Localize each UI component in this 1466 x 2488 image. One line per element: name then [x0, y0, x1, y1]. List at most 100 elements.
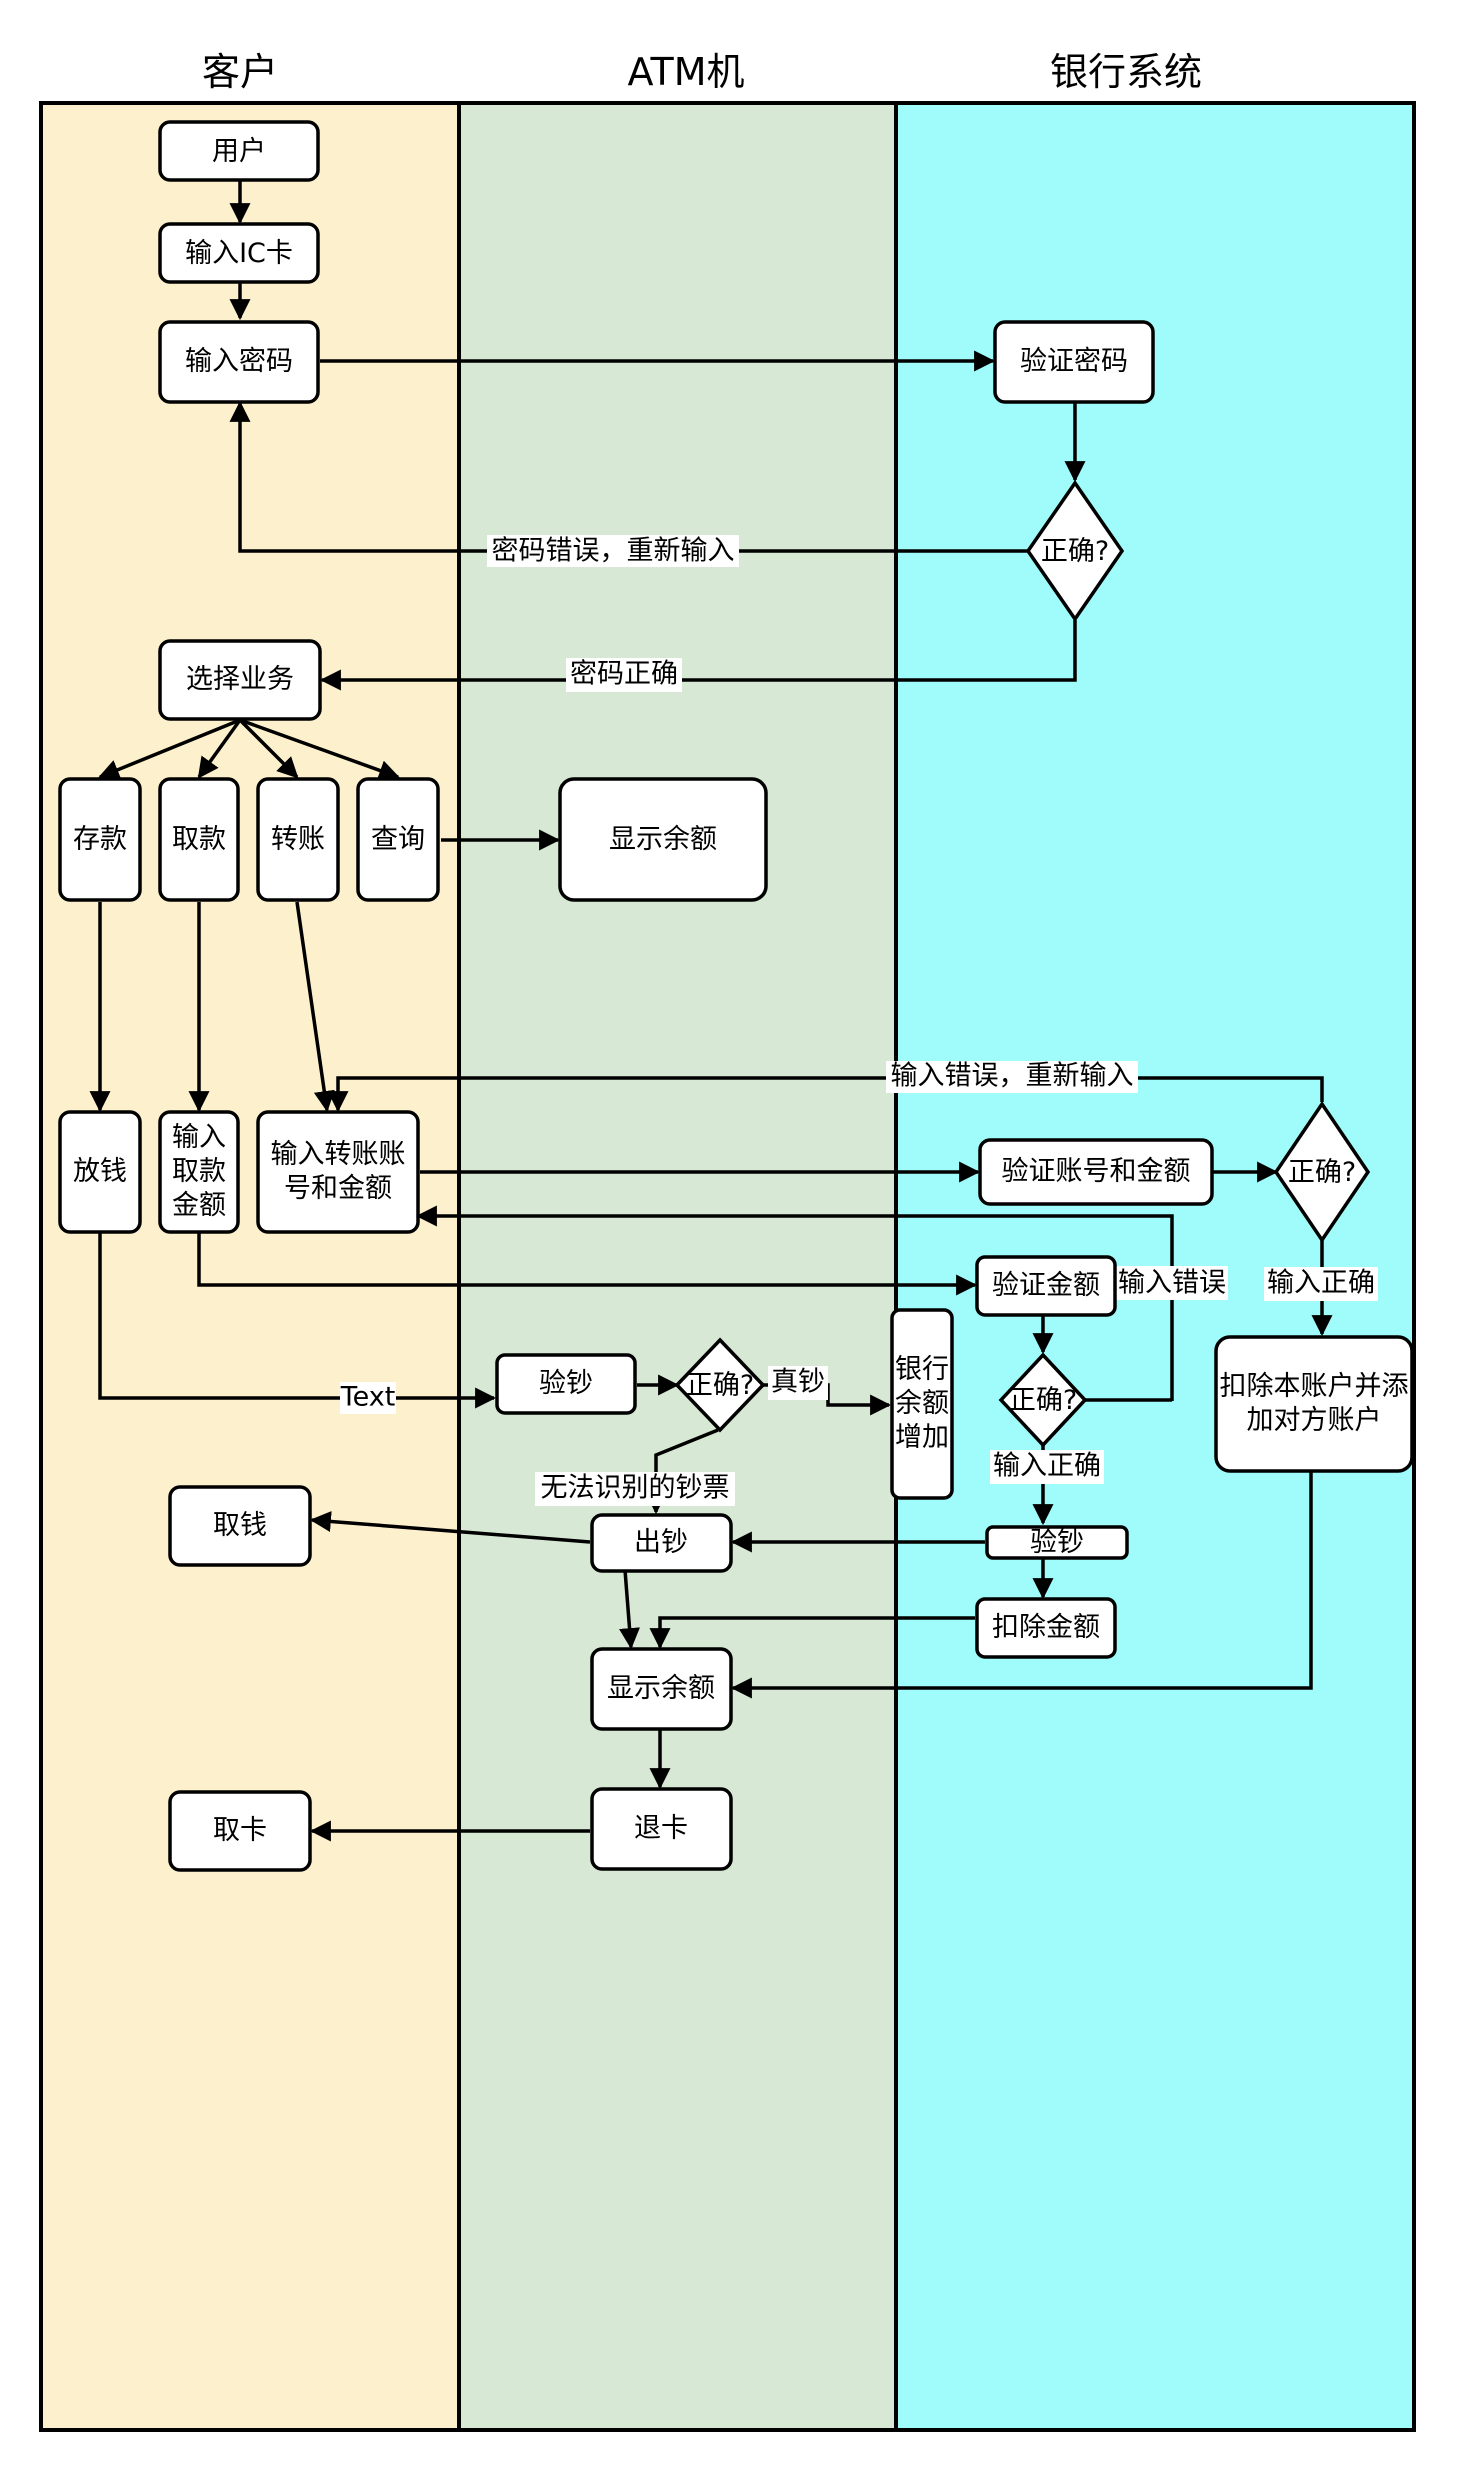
edge-label-text: Text — [340, 1382, 396, 1414]
svg-text:验证密码: 验证密码 — [1020, 346, 1128, 377]
node-label-line: 取款 — [172, 1156, 226, 1187]
node-enter-withdraw-amount: 输入取款金额 — [158, 1110, 240, 1234]
svg-text:输入密码: 输入密码 — [185, 346, 293, 377]
node-enter-pin: 输入密码 — [158, 320, 320, 404]
node-label-line: 验证金额 — [992, 1270, 1100, 1301]
svg-text:扣除金额: 扣除金额 — [992, 1612, 1100, 1643]
svg-text:正确?: 正确? — [686, 1370, 754, 1401]
edge-back-to-account — [415, 1205, 1174, 1401]
lane-atm — [457, 101, 898, 2432]
svg-text:验证金额: 验证金额 — [992, 1270, 1100, 1301]
edge-select-to-withdraw — [197, 718, 242, 779]
node-take-money: 取钱 — [168, 1485, 312, 1567]
node-label-line: 验证账号和金额 — [1002, 1156, 1191, 1187]
svg-text:Text: Text — [340, 1382, 396, 1413]
edge-dispense-to-take — [309, 1511, 591, 1544]
svg-text:显示余额: 显示余额 — [607, 1673, 715, 1704]
node-enter-transfer-account: 输入转账账号和金额 — [256, 1110, 420, 1234]
node-label-line: 扣除金额 — [992, 1612, 1100, 1643]
node-label-line: 查询 — [371, 824, 425, 855]
node-label-line: 出钞 — [634, 1527, 688, 1558]
node-label-line: 退卡 — [634, 1813, 688, 1844]
node-label-line: 放钱 — [73, 1156, 127, 1187]
svg-text:密码正确: 密码正确 — [570, 659, 678, 690]
node-label-line: 存款 — [73, 824, 127, 855]
svg-text:输入取款金额: 输入取款金额 — [172, 1122, 226, 1221]
nodes: 用户 输入IC卡 输入密码 验证密码 正确? 选择业务 存款 取款 转账 查询 … — [58, 120, 1414, 1872]
edge-select-to-query — [239, 718, 400, 781]
edge-deduct-add-to-balance — [730, 1471, 1313, 1699]
node-label-line: 取卡 — [213, 1815, 267, 1846]
svg-text:输入IC卡: 输入IC卡 — [185, 238, 293, 269]
edge-dispense-to-balance — [619, 1569, 640, 1650]
svg-text:正确?: 正确? — [1041, 536, 1109, 567]
node-label-line: 加对方账户 — [1247, 1405, 1382, 1436]
edge-label-transfer-wrong: 输入错误，重新输入 — [886, 1061, 1138, 1093]
node-label-line: 取钱 — [213, 1510, 267, 1541]
svg-text:验证账号和金额: 验证账号和金额 — [1002, 1156, 1191, 1187]
node-label-line: 转账 — [271, 824, 325, 855]
node-user: 用户 — [158, 120, 320, 182]
node-verify-account-amount: 验证账号和金额 — [978, 1138, 1214, 1206]
node-label-line: 验钞 — [539, 1368, 593, 1399]
node-verify-amount: 验证金额 — [975, 1255, 1117, 1317]
svg-text:输入错误: 输入错误 — [1118, 1268, 1226, 1299]
edge-pin-wrong — [229, 400, 1028, 553]
svg-text:取钱: 取钱 — [213, 1510, 267, 1541]
svg-text:正确?: 正确? — [1009, 1385, 1077, 1416]
node-check-cash-atm: 验钞 — [495, 1353, 637, 1415]
svg-text:查询: 查询 — [371, 824, 425, 855]
svg-text:验钞: 验钞 — [539, 1368, 593, 1399]
node-label-line: 增加 — [895, 1422, 949, 1453]
node-check-cash-bank: 验钞 — [985, 1525, 1129, 1560]
edge-label-pin-wrong: 密码错误，重新输入 — [487, 535, 739, 567]
edge-select-to-deposit — [98, 718, 241, 780]
svg-text:银行余额增加: 银行余额增加 — [895, 1354, 949, 1453]
edge-transfer-wrong — [327, 1076, 1324, 1113]
swimlanes: 客户 ATM机 银行系统 — [39, 50, 1416, 2432]
edge-select-to-transfer — [238, 718, 299, 779]
svg-text:出钞: 出钞 — [634, 1527, 688, 1558]
node-eject-card: 退卡 — [590, 1787, 733, 1871]
svg-text:放钱: 放钱 — [73, 1156, 127, 1187]
edge-labels: 密码错误，重新输入 密码正确 输入错误，重新输入 输入正确 输入错误 输入正确 … — [340, 535, 1378, 1506]
node-deduct-add: 扣除本账户并添加对方账户 — [1214, 1335, 1414, 1473]
svg-text:真钞: 真钞 — [771, 1367, 825, 1398]
node-insert-card: 输入IC卡 — [158, 222, 320, 284]
node-label-line: 输入转账账 — [271, 1139, 406, 1170]
svg-text:无法识别的钞票: 无法识别的钞票 — [541, 1473, 730, 1504]
svg-text:正确?: 正确? — [1288, 1157, 1356, 1188]
svg-text:扣除本账户并添加对方账户: 扣除本账户并添加对方账户 — [1220, 1371, 1409, 1436]
node-label-line: 余额 — [895, 1388, 949, 1419]
node-bank-balance-increase: 银行余额增加 — [890, 1308, 954, 1500]
node-label-line: 扣除本账户并添 — [1220, 1371, 1409, 1402]
lane-customer — [39, 101, 461, 2432]
node-label-line: 正确? — [1009, 1385, 1077, 1416]
node-label-line: 显示余额 — [609, 824, 717, 855]
node-pin-decision: 正确? — [1025, 479, 1125, 623]
edge-label-real-cash: 真钞 — [768, 1366, 828, 1400]
svg-text:验钞: 验钞 — [1030, 1527, 1084, 1558]
node-cash-decision: 正确? — [674, 1337, 766, 1433]
svg-text:选择业务: 选择业务 — [186, 664, 294, 695]
node-label: 用户 — [212, 136, 266, 167]
node-label-line: 验证密码 — [1020, 346, 1128, 377]
svg-text:输入转账账号和金额: 输入转账账号和金额 — [271, 1139, 406, 1204]
edge-label-pin-right: 密码正确 — [566, 658, 682, 692]
node-select-service: 选择业务 — [158, 639, 322, 721]
svg-text:输入错误，重新输入: 输入错误，重新输入 — [891, 1061, 1134, 1092]
svg-text:取款: 取款 — [172, 824, 226, 855]
node-verify-pin: 验证密码 — [993, 320, 1155, 404]
svg-text:显示余额: 显示余额 — [609, 824, 717, 855]
svg-text:密码错误，重新输入: 密码错误，重新输入 — [492, 536, 735, 567]
node-query: 查询 — [356, 777, 440, 902]
node-show-balance: 显示余额 — [590, 1647, 733, 1731]
edge-amount-to-verify — [197, 1233, 978, 1296]
edge-transfer-to-account — [295, 901, 335, 1113]
edge-label-transfer-right: 输入正确 — [1264, 1267, 1378, 1301]
node-take-card: 取卡 — [168, 1790, 312, 1872]
node-transfer-decision: 正确? — [1273, 1100, 1371, 1244]
node-label-line: 选择业务 — [186, 664, 294, 695]
